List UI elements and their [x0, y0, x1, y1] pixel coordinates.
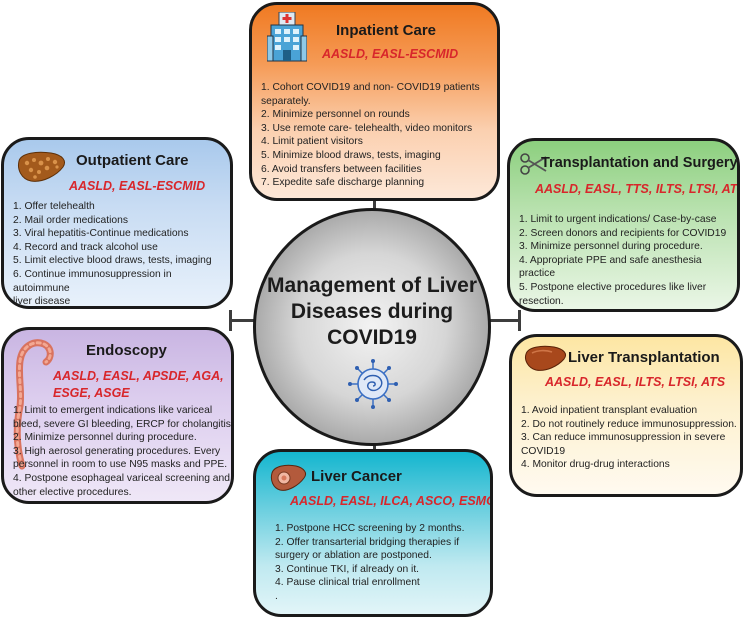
list-item: 3. Continue TKI, if already on it. — [275, 563, 420, 575]
list-item: 5. Limit elective blood draws, tests, im… — [13, 255, 212, 267]
transplantation-surgery-box: Transplantation and Surgery AASLD, EASL,… — [507, 138, 740, 312]
connector-top — [373, 200, 376, 212]
liver-cancer-list: 1. Postpone HCC screening by 2 months. 2.… — [275, 522, 464, 604]
list-item: 1. Postpone HCC screening by 2 months. — [275, 523, 465, 534]
list-item: 3. High aerosol generating procedures. E… — [13, 445, 221, 457]
list-item: 3. Can reduce immunosuppression in sever… — [521, 432, 726, 444]
liver-icon — [524, 345, 568, 378]
scissors-icon — [519, 151, 547, 182]
list-item: 6. Avoid transfers between facilities — [261, 163, 422, 175]
endoscopy-title: Endoscopy — [86, 342, 167, 359]
list-item: 2. Minimize personnel during procedure. — [13, 432, 197, 444]
liver-transplantation-societies: AASLD, EASL, ILTS, LTSI, ATS — [545, 375, 726, 389]
center-title-line-3: COVID19 — [327, 326, 417, 349]
list-item: 2. Mail order medications — [13, 214, 129, 226]
list-item: 3. Viral hepatitis-Continue medications — [13, 228, 189, 240]
inpatient-care-list: 1. Cohort COVID19 and non- COVID19 patie… — [261, 81, 480, 190]
list-item: 3. Minimize personnel during procedure. — [519, 241, 703, 253]
list-item: 4. Record and track alcohol use — [13, 241, 158, 253]
inpatient-care-title: Inpatient Care — [336, 22, 437, 39]
connector-right-cap — [518, 310, 521, 331]
list-item: 4. Appropriate PPE and safe anesthesia p… — [519, 254, 702, 280]
list-item: 2. Do not routinely reduce immunosuppres… — [521, 418, 737, 430]
outpatient-care-box: Outpatient Care AASLD, EASL-ESCMID 1. Of… — [1, 137, 233, 309]
endoscopy-list: 1. Limit to emergent indications like va… — [13, 404, 231, 499]
list-item: 3. Use remote care- telehealth, video mo… — [261, 122, 473, 134]
list-item: other elective procedures. — [13, 486, 132, 498]
list-item: 6. Continue immunosuppression in autoimm… — [13, 268, 172, 294]
list-item: 4. Limit patient visitors — [261, 136, 363, 148]
colon-icon — [12, 336, 56, 477]
list-item: 4. Postpone esophageal variceal screenin… — [13, 472, 230, 484]
outpatient-care-societies: AASLD, EASL-ESCMID — [69, 179, 206, 193]
list-item: 1. Offer telehealth — [13, 201, 95, 212]
list-item: surgery or ablation are postponed. — [275, 550, 432, 562]
connector-left — [230, 319, 256, 322]
list-item: 1. Limit to emergent indications like va… — [13, 405, 213, 416]
endoscopy-box: Endoscopy AASLD, EASL, APSDE, AGA, ESGE,… — [1, 327, 234, 504]
transplantation-surgery-list: 1. Limit to urgent indications/ Case-by-… — [519, 213, 737, 308]
center-title-line-2: Diseases during — [290, 300, 454, 323]
list-item: liver disease — [13, 296, 71, 308]
hospital-icon — [266, 11, 308, 67]
list-item: . — [275, 590, 278, 602]
list-item: separately. — [261, 95, 311, 107]
liver-cancer-societies: AASLD, EASL, ILCA, ASCO, ESMO — [290, 494, 493, 508]
center-title: Management of Liver Diseases during COVI… — [256, 273, 488, 351]
outpatient-care-title: Outpatient Care — [76, 152, 189, 169]
endoscopy-societies-line-1: AASLD, EASL, APSDE, AGA, — [53, 369, 224, 383]
list-item: resection. — [519, 295, 564, 307]
cirrhotic-liver-icon — [17, 151, 67, 190]
transplantation-surgery-societies: AASLD, EASL, TTS, ILTS, LTSI, ATS — [535, 182, 740, 196]
list-item: 1. Cohort COVID19 and non- COVID19 patie… — [261, 82, 480, 93]
liver-cancer-box: Liver Cancer AASLD, EASL, ILCA, ASCO, ES… — [253, 449, 493, 617]
transplantation-surgery-title: Transplantation and Surgery — [541, 155, 738, 171]
connector-bottom — [373, 442, 376, 454]
list-item: 5. Minimize blood draws, tests, imaging — [261, 149, 441, 161]
list-item: 2. Offer transarterial bridging therapie… — [275, 536, 460, 548]
list-item: bleed, severe GI bleeding, ERCP for chol… — [13, 418, 231, 430]
list-item: COVID19 — [521, 445, 566, 457]
inpatient-care-box: Inpatient Care AASLD, EASL-ESCMID 1. Coh… — [249, 2, 500, 201]
outpatient-care-list: 1. Offer telehealth 2. Mail order medicat… — [13, 200, 230, 308]
list-item: 1. Limit to urgent indications/ Case-by-… — [519, 214, 717, 225]
liver-cancer-title: Liver Cancer — [311, 468, 402, 485]
list-item: 7. Expedite safe discharge planning — [261, 177, 425, 189]
list-item: 2. Minimize personnel on rounds — [261, 109, 410, 121]
list-item: 4. Monitor drug-drug interactions — [521, 459, 670, 471]
connector-right — [489, 319, 519, 322]
liver-transplantation-title: Liver Transplantation — [568, 349, 720, 366]
liver-transplantation-list: 1. Avoid inpatient transplant evaluation… — [521, 404, 737, 472]
liver-transplantation-box: Liver Transplantation AASLD, EASL, ILTS,… — [509, 334, 743, 497]
center-circle: Management of Liver Diseases during COVI… — [253, 208, 491, 446]
list-item: 4. Pause clinical trial enrollment — [275, 577, 420, 589]
connector-left-cap — [229, 310, 232, 331]
list-item: 1. Avoid inpatient transplant evaluation — [521, 405, 698, 416]
list-item: 2. Screen donors and recipients for COVI… — [519, 227, 727, 239]
list-item: personnel in room to use N95 masks and P… — [13, 459, 228, 471]
endoscopy-societies-line-2: ESGE, ASGE — [53, 386, 130, 400]
virus-icon — [347, 358, 399, 415]
list-item: 5. Postpone elective procedures like liv… — [519, 281, 707, 293]
liver-tumor-icon — [270, 463, 308, 500]
inpatient-care-societies: AASLD, EASL-ESCMID — [322, 47, 459, 61]
center-title-line-1: Management of Liver — [266, 274, 478, 297]
